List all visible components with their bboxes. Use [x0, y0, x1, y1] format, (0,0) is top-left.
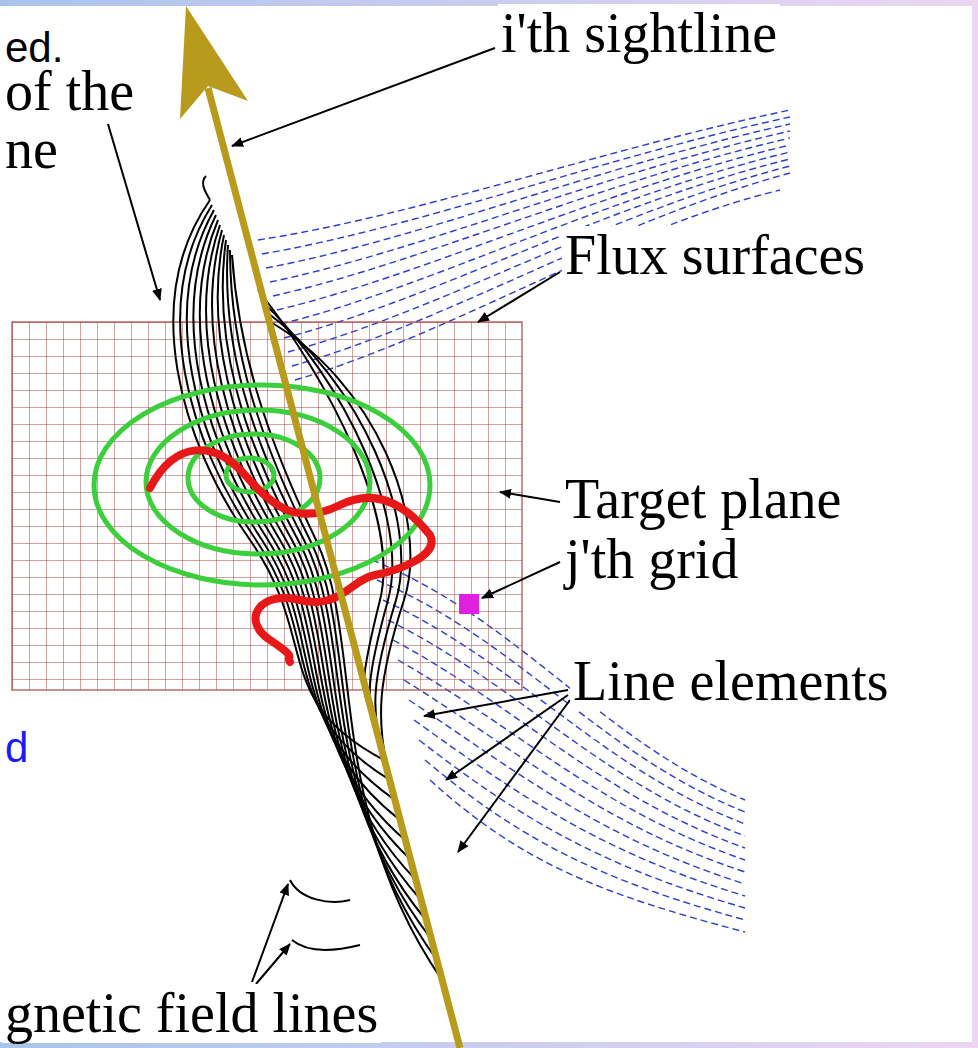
- target-plane-label: Target plane: [562, 470, 844, 529]
- jth-grid-cell: [459, 594, 479, 614]
- leader-lines: [108, 48, 570, 984]
- red-curve: [150, 450, 432, 662]
- flux-surfaces-label: Flux surfaces: [562, 226, 868, 285]
- top-band: [0, 0, 978, 6]
- bottom-band: [0, 1042, 978, 1048]
- sightline-arrowhead: [180, 6, 248, 119]
- right-band: [972, 0, 978, 1048]
- green-rings: [94, 385, 430, 585]
- cut-text: d: [2, 726, 31, 770]
- field-lines-label: gnetic field lines: [2, 984, 381, 1043]
- sightline-arrow: [208, 88, 460, 1048]
- magnetic-field-lines: [173, 176, 442, 980]
- grid-label: j'th grid: [562, 530, 741, 589]
- cut-text: ne: [2, 120, 61, 179]
- cut-text: of the: [2, 62, 137, 121]
- line-elements-label: Line elements: [570, 652, 892, 711]
- sightline-label: i'th sightline: [498, 4, 780, 63]
